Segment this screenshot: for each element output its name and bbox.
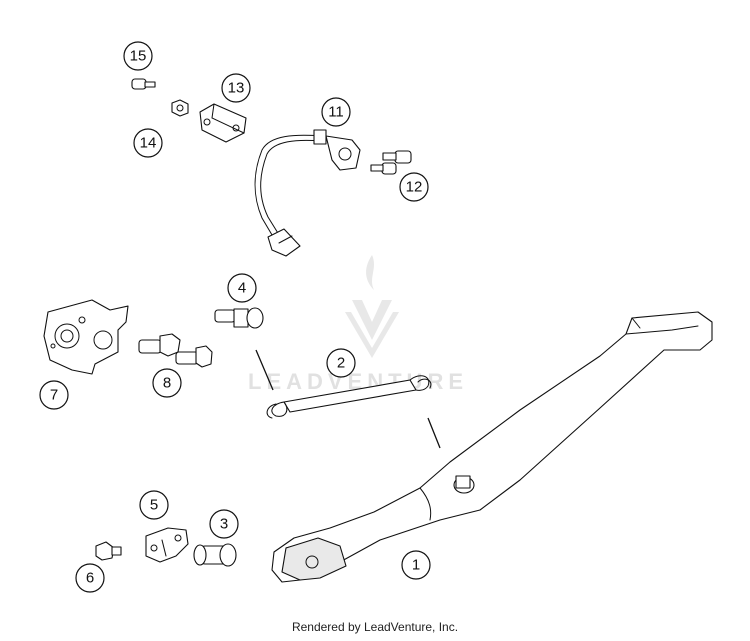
callout-8: 8 xyxy=(152,368,182,398)
part-6-bolt xyxy=(95,541,122,561)
callout-3: 3 xyxy=(209,509,239,539)
callout-label: 6 xyxy=(86,570,94,587)
part-5-bracket xyxy=(145,527,189,563)
callout-13: 13 xyxy=(221,73,251,103)
callout-1: 1 xyxy=(401,550,431,580)
part-7-bracket-plate xyxy=(43,299,129,375)
part-15-screw xyxy=(131,78,156,90)
footer-credit: Rendered by LeadVenture, Inc. xyxy=(291,620,459,634)
part-13-switch xyxy=(199,103,247,143)
callout-label: 1 xyxy=(412,557,420,574)
callout-7: 7 xyxy=(39,380,69,410)
callout-label: 5 xyxy=(150,497,158,514)
callout-2: 2 xyxy=(326,348,356,378)
callout-label: 13 xyxy=(228,80,245,97)
callout-label: 14 xyxy=(140,135,157,152)
callout-11: 11 xyxy=(321,97,351,127)
part-11-sensor-cable xyxy=(254,129,361,257)
callout-label: 15 xyxy=(130,48,147,65)
callout-label: 11 xyxy=(328,104,344,121)
callout-label: 3 xyxy=(220,516,228,533)
part-1-side-stand xyxy=(271,311,713,583)
callout-label: 4 xyxy=(238,280,246,297)
part-3-bushing xyxy=(193,543,237,567)
part-2-spring xyxy=(266,375,432,419)
leader-line-4 xyxy=(255,349,274,391)
part-8-bolts xyxy=(138,333,213,368)
callout-4: 4 xyxy=(227,273,257,303)
part-14-nut xyxy=(171,99,189,117)
part-4-pin xyxy=(214,307,264,329)
callout-label: 7 xyxy=(50,387,58,404)
callout-label: 2 xyxy=(337,355,345,372)
part-12-screws xyxy=(370,150,412,175)
leader-line-1 xyxy=(427,417,441,449)
callout-label: 12 xyxy=(406,179,423,196)
callout-14: 14 xyxy=(133,128,163,158)
callout-label: 8 xyxy=(163,375,171,392)
watermark-logo: LEADVENTURE xyxy=(248,255,463,394)
callout-5: 5 xyxy=(139,490,169,520)
callout-6: 6 xyxy=(75,563,105,593)
callout-12: 12 xyxy=(399,172,429,202)
callout-15: 15 xyxy=(123,41,153,71)
